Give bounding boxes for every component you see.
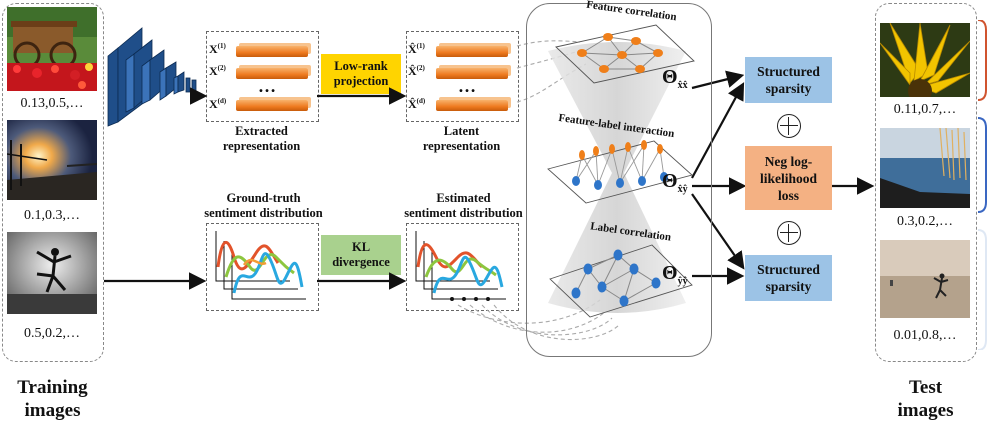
test-image-lake-reeds (880, 128, 970, 208)
latent-ellipsis: … (458, 76, 478, 96)
test-images-panel (875, 3, 977, 362)
theta-yy-symbol: Θŷŷ (662, 262, 688, 287)
test-image-3-value: 0.01,0.8,… (893, 328, 957, 343)
test-image-sunflower (880, 23, 970, 97)
extracted-feature-bar-2 (236, 68, 308, 79)
ground-truth-distribution-box (206, 223, 319, 311)
training-image-sunset-pier (7, 120, 97, 200)
ground-truth-distribution-curves (215, 231, 306, 300)
graphical-model-panel (526, 3, 712, 357)
theta-xy-symbol: Θx̂ŷ (662, 170, 688, 195)
estimated-distribution-curves (415, 231, 506, 301)
test-image-2-value: 0.3,0.2,… (897, 214, 953, 229)
training-image-flower-cart (7, 7, 97, 91)
latent-feature-bar-d (436, 100, 508, 111)
extracted-ellipsis: … (258, 76, 278, 96)
theta-xx-symbol: Θx̂x̂ (662, 66, 688, 91)
test-image-1-value: 0.11,0.7,… (893, 102, 957, 117)
extracted-feature-bar-d (236, 100, 308, 111)
ground-truth-distribution-title: Ground-truth sentiment distribution (204, 191, 323, 220)
extracted-feature-bar-1 (236, 46, 308, 57)
extracted-representation-caption: Extracted representation (222, 124, 301, 153)
extracted-x1-label: X(1) (209, 42, 226, 56)
plus-circle-icon-top (777, 114, 801, 138)
test-image-beach-jump (880, 240, 970, 318)
latent-x1-label: X̂(1) (408, 42, 425, 56)
training-image-3-value: 0.5,0.2,… (24, 326, 80, 341)
training-image-dancer-silhouette (7, 232, 97, 314)
extracted-x2-label: X(2) (209, 64, 226, 78)
latent-xd-label: X̂(d) (408, 97, 426, 111)
latent-feature-bar-2 (436, 68, 508, 79)
training-image-1-value: 0.13,0.5,… (20, 96, 84, 111)
extracted-representation-box (206, 31, 319, 122)
latent-feature-bar-1 (436, 46, 508, 57)
latent-representation-caption: Latent representation (422, 124, 501, 153)
cnn-network-icon (107, 27, 197, 127)
training-image-2-value: 0.1,0.3,… (24, 208, 80, 223)
latent-representation-box (406, 31, 519, 122)
latent-x2-label: X̂(2) (408, 64, 425, 78)
plus-circle-icon-bottom (777, 221, 801, 245)
training-images-title: Training images (17, 377, 88, 421)
graphical-model-drawing (547, 24, 695, 318)
estimated-distribution-title: Estimated sentiment distribution (404, 191, 523, 220)
test-images-title: Test images (897, 377, 954, 421)
extracted-xd-label: X(d) (209, 97, 227, 111)
training-images-panel (2, 3, 104, 362)
estimated-distribution-box (406, 223, 519, 311)
right-edge-brackets (978, 20, 987, 350)
